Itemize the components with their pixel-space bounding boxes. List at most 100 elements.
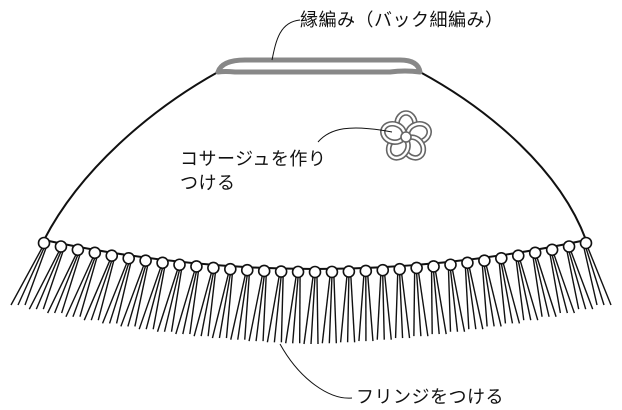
fringe-strand [134, 265, 149, 327]
fringe-strand [534, 257, 550, 317]
fringe-strand [328, 276, 333, 344]
fringe-strand [517, 260, 532, 321]
fringe-strand [10, 247, 43, 306]
fringe-bead [257, 264, 271, 278]
fringe-strand [65, 257, 94, 318]
fringe-group [10, 236, 612, 345]
fringe-strand [262, 275, 267, 342]
fringe-strand [376, 275, 382, 340]
corsage-flower [380, 110, 432, 161]
fringe-strand [483, 265, 495, 327]
fringe-strand [225, 274, 234, 339]
fringe-label: フリンジをつける [356, 387, 504, 408]
fringe-strand [451, 269, 466, 332]
fringe-strand [500, 263, 514, 324]
fringe-strand [568, 251, 587, 310]
fringe-strand [115, 263, 132, 324]
fringe-strand [97, 260, 115, 321]
fringe-bead [37, 236, 51, 250]
fringe-strand [339, 276, 348, 343]
fringe-strand [585, 247, 605, 306]
fringe-strand [432, 271, 440, 335]
fringe-strand [138, 267, 162, 330]
fringe-bead [478, 254, 491, 267]
fringe-bead [190, 260, 203, 273]
fringe-strand [53, 254, 79, 314]
fringe-strand [398, 274, 404, 339]
neck-edging-band [215, 57, 423, 75]
fringe-bead [156, 256, 169, 270]
fringe-strand [207, 272, 217, 337]
fringe-bead [122, 251, 135, 265]
fringe-strand [170, 269, 183, 332]
fringe-strand [350, 276, 356, 343]
fringe-strand [193, 272, 213, 337]
fringe-bead [579, 236, 593, 250]
fringe-bead [240, 263, 254, 277]
fringe-strand [583, 247, 598, 306]
fringe-strand [466, 267, 477, 330]
fringe-strand [515, 260, 525, 321]
fringe-strand [280, 276, 284, 343]
fringe-leader-line [279, 343, 353, 399]
fringe-strand [481, 265, 488, 327]
fringe-strand [17, 247, 45, 306]
fringe-bead [105, 249, 119, 262]
fringe-strand [248, 275, 263, 342]
fringe-strand [211, 273, 229, 339]
fringe-strand [175, 271, 196, 335]
fringe-strand [384, 275, 392, 340]
fringe-strand [434, 271, 447, 335]
fringe-strand [35, 251, 62, 310]
fringe-bead [461, 256, 474, 270]
fringe-strand [333, 276, 338, 344]
fringe-strand [532, 257, 543, 317]
fringe-strand [152, 267, 166, 330]
fringe-bead [511, 249, 525, 262]
fringe-strand [566, 251, 580, 310]
fringe-strand [346, 276, 350, 343]
fringe-bead [528, 246, 542, 260]
fringe-strand [200, 272, 215, 337]
fringe-bead [224, 262, 237, 276]
fringe-bead [207, 261, 220, 275]
fringe-strand [502, 263, 521, 324]
flower-center [400, 131, 412, 143]
fringe-strand [83, 260, 111, 321]
fringe-strand [156, 269, 179, 332]
corsage-label-line2: つける [180, 173, 236, 194]
fringe-strand [587, 247, 612, 306]
fringe-bead [359, 264, 373, 278]
corsage-leader-line [317, 127, 393, 143]
fringe-strand [255, 275, 265, 342]
fringe-bead [308, 265, 322, 279]
fringe-bead [291, 265, 305, 279]
edging-leader-line [271, 19, 301, 61]
fringe-strand [367, 275, 374, 342]
poncho-body-outline [43, 71, 587, 241]
fringe-strand [570, 251, 594, 310]
fringe-strand [163, 269, 181, 332]
fringe-strand [449, 269, 459, 332]
fringe-strand [310, 276, 316, 345]
fringe-strand [284, 276, 297, 344]
fringe-strand [464, 267, 470, 330]
fringe-bead [88, 246, 102, 260]
fringe-bead [495, 251, 508, 265]
fringe-strand [266, 276, 280, 343]
fringe-strand [394, 274, 399, 339]
fringe-bead [342, 265, 356, 278]
fringe-bead [325, 265, 339, 279]
fringe-bead [71, 243, 85, 257]
fringe-strand [321, 276, 331, 344]
fringe-bead [410, 261, 423, 275]
fringe-strand [79, 257, 98, 317]
fringe-strand [430, 271, 433, 335]
fringe-strand [316, 276, 319, 345]
fringe-strand [218, 274, 232, 339]
fringe-strand [230, 275, 246, 340]
fringe-bead [139, 254, 152, 267]
fringe-strand [182, 271, 198, 335]
fringe-strand [358, 275, 365, 342]
